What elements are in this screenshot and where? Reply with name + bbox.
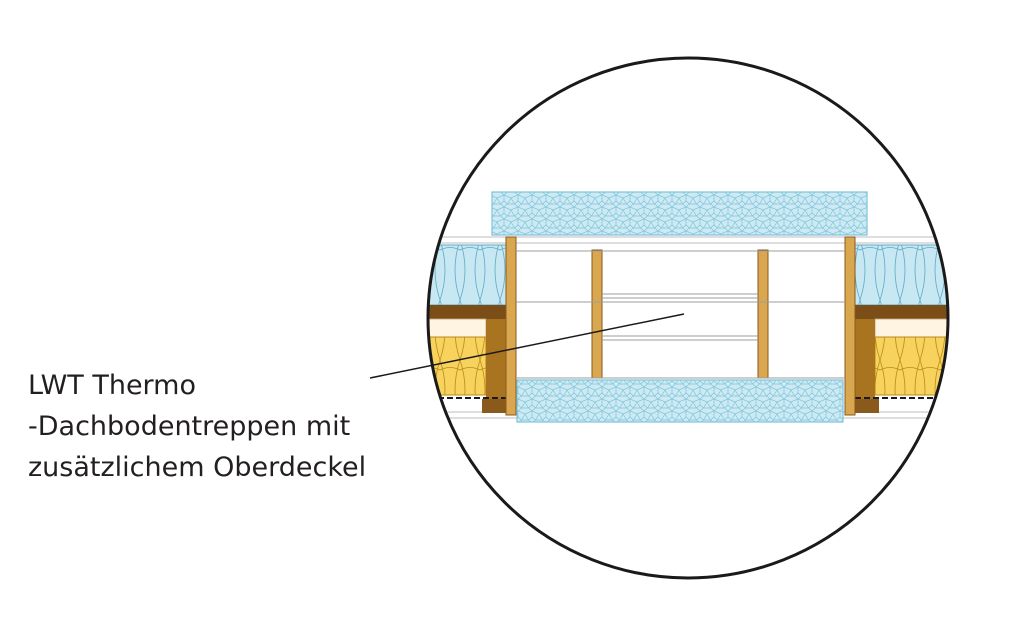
left-upper-insulation [428,244,507,306]
left-joist [486,319,506,399]
right-floor-construction [854,244,948,413]
right-dark-beam [855,305,948,319]
left-floor-construction [428,244,507,413]
label-line-2: -Dachbodentreppen mit [28,411,351,442]
right-bottom-batten [855,399,879,413]
right-joist [855,319,875,399]
stair-label: LWT Thermo -Dachbodentreppen mit zusätzl… [28,365,408,488]
top-cover-panel [491,191,868,236]
left-stair-stile [591,249,603,379]
bottom-lid-panel [516,379,844,423]
leader-line [369,313,685,379]
left-frame-post [505,236,517,416]
detail-circle [426,56,950,580]
left-bottom-batten [482,399,506,413]
stair-segments [516,250,845,379]
label-line-1: LWT Thermo [28,370,196,401]
right-plaster-layer [874,318,948,338]
right-lower-insulation [874,336,948,396]
right-stair-stile [757,249,769,379]
left-dark-beam [428,305,506,319]
detail-contents [428,191,948,423]
right-frame-post [844,236,856,416]
label-line-3: zusätzlichem Oberdeckel [28,452,367,483]
